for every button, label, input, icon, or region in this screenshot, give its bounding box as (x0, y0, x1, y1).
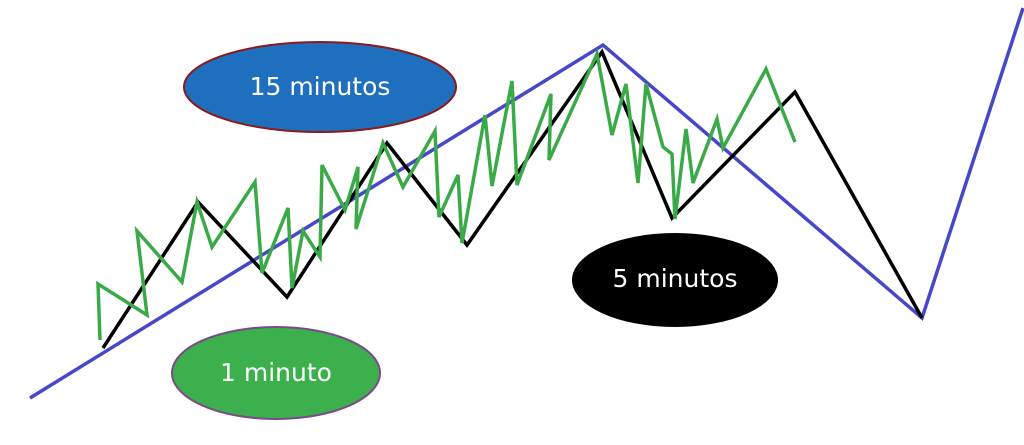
label-15min: 15 minutos (250, 72, 391, 101)
label-bubble-1min (171, 326, 381, 420)
label-bubble-15min (183, 41, 457, 133)
label-1min: 1 minuto (220, 358, 332, 387)
wave-line-5min (101, 48, 924, 349)
trend-line-15min (29, 7, 1024, 400)
label-bubble-5min (572, 233, 778, 327)
label-5min: 5 minutos (613, 264, 738, 293)
wave-line-1min (96, 48, 797, 341)
